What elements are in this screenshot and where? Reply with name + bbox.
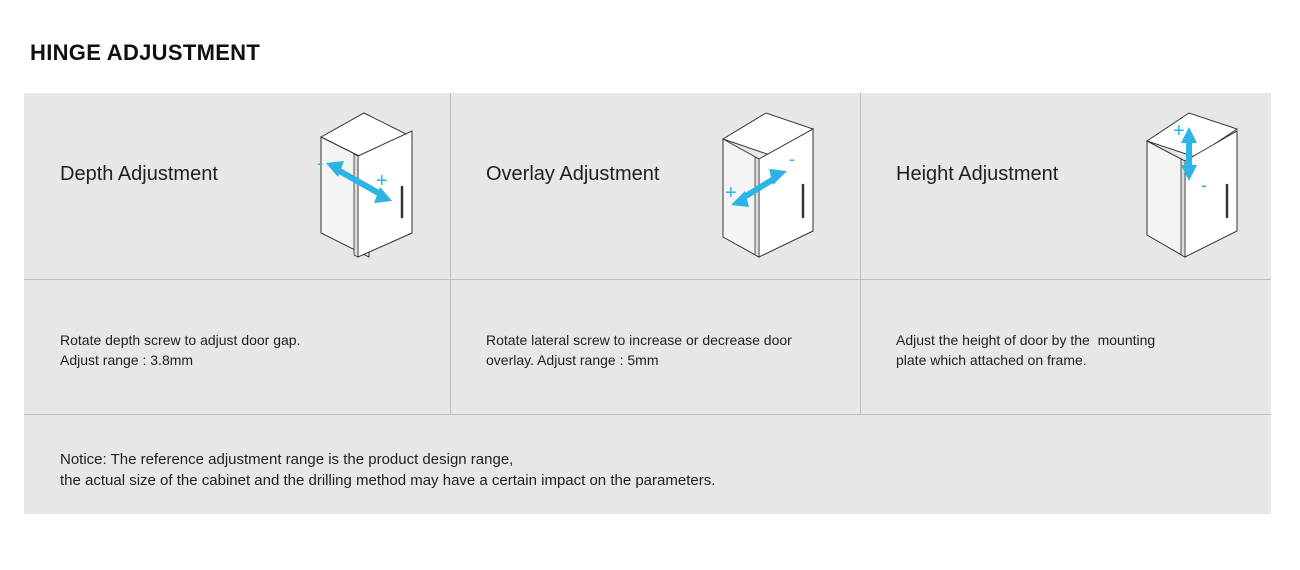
overlay-description: Rotate lateral screw to increase or decr…	[486, 330, 792, 370]
depth-description-cell: Rotate depth screw to adjust door gap. A…	[24, 280, 451, 414]
height-description-line: Adjust the height of door by the mountin…	[896, 332, 1156, 348]
depth-description-line: Adjust range : 3.8mm	[60, 352, 194, 368]
overlay-minus-sign: -	[789, 149, 795, 169]
depth-description: Rotate depth screw to adjust door gap. A…	[60, 330, 300, 370]
notice-text: Notice: The reference adjustment range i…	[60, 449, 715, 491]
depth-adjustment-heading: Depth Adjustment	[60, 163, 218, 185]
height-heading-cell: Height Adjustment + -	[861, 93, 1271, 279]
overlay-heading-cell: Overlay Adjustment + -	[451, 93, 861, 279]
descriptions-row: Rotate depth screw to adjust door gap. A…	[24, 280, 1271, 415]
headings-row: Depth Adjustment - + Overlay Adjustment	[24, 93, 1271, 280]
notice-line: the actual size of the cabinet and the d…	[60, 472, 716, 489]
height-description-line: plate which attached on frame.	[896, 352, 1087, 368]
cabinet-height-arrow-icon: + -	[1145, 112, 1239, 258]
depth-description-line: Rotate depth screw to adjust door gap.	[60, 332, 301, 348]
cabinet-overlay-arrow-icon: + -	[721, 112, 815, 258]
height-description-cell: Adjust the height of door by the mountin…	[861, 280, 1271, 414]
cabinet-depth-arrow-icon: - +	[317, 112, 414, 258]
depth-plus-sign: +	[376, 170, 388, 192]
overlay-description-line: overlay. Adjust range : 5mm	[486, 352, 659, 368]
height-description: Adjust the height of door by the mountin…	[896, 330, 1155, 370]
overlay-adjustment-heading: Overlay Adjustment	[486, 163, 660, 185]
notice-line: Notice: The reference adjustment range i…	[60, 451, 514, 468]
height-plus-sign: +	[1173, 120, 1185, 142]
height-adjustment-heading: Height Adjustment	[896, 163, 1059, 185]
page-title: HINGE ADJUSTMENT	[30, 40, 261, 65]
notice-row: Notice: The reference adjustment range i…	[24, 415, 1271, 514]
overlay-description-cell: Rotate lateral screw to increase or decr…	[451, 280, 861, 414]
depth-minus-sign: -	[317, 153, 323, 173]
overlay-description-line: Rotate lateral screw to increase or decr…	[486, 332, 792, 348]
overlay-plus-sign: +	[725, 182, 737, 204]
height-minus-sign: -	[1201, 175, 1207, 195]
depth-heading-cell: Depth Adjustment - +	[24, 93, 451, 279]
hinge-adjustment-table: Depth Adjustment - + Overlay Adjustment	[24, 93, 1271, 514]
